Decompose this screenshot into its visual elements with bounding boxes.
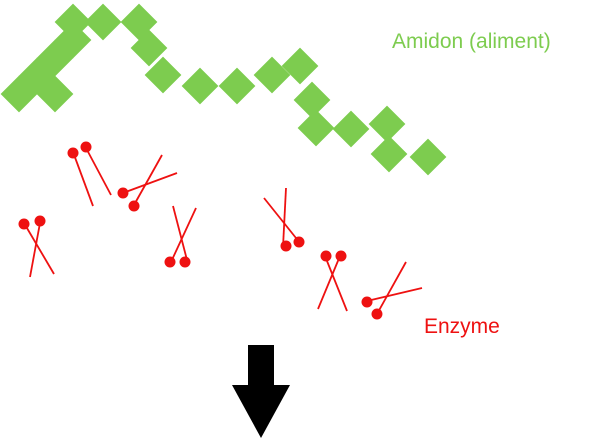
starch-unit	[218, 67, 256, 105]
enzyme-group	[18, 141, 423, 320]
enzyme-handle	[293, 236, 305, 248]
enzyme-blade	[170, 207, 197, 263]
enzyme-handle	[80, 141, 92, 153]
enzyme-scissors-icon	[361, 261, 423, 320]
enzyme-scissors-icon	[317, 250, 348, 312]
enzyme-blade	[317, 255, 341, 310]
starch-unit	[368, 105, 406, 143]
enzyme-handle	[335, 250, 347, 262]
enzyme-handle	[179, 256, 191, 268]
enzyme-handle	[34, 215, 46, 227]
enzyme-blade	[366, 287, 423, 302]
enzyme-scissors-icon	[263, 187, 305, 252]
starch-unit	[253, 56, 291, 94]
enzyme-handle	[67, 147, 79, 159]
enzyme-handle	[164, 256, 176, 268]
starch-unit	[332, 110, 370, 148]
enzyme-blade	[282, 187, 287, 248]
enzyme-handle	[361, 296, 373, 308]
starch-label: Amidon (aliment)	[392, 30, 551, 53]
enzyme-handle	[128, 200, 140, 212]
enzyme-scissors-icon	[117, 154, 178, 212]
enzyme-blade	[23, 222, 55, 275]
starch-unit	[181, 67, 219, 105]
starch-chain	[0, 3, 447, 176]
enzyme-handle	[117, 187, 129, 199]
enzyme-blade	[122, 172, 178, 194]
starch-unit	[144, 56, 182, 94]
starch-unit	[130, 29, 168, 67]
starch-unit	[409, 138, 447, 176]
enzyme-scissors-icon	[67, 141, 112, 207]
enzyme-scissors-icon	[164, 205, 197, 268]
enzyme-blade	[72, 151, 94, 207]
enzyme-blade	[172, 205, 188, 261]
enzyme-blade	[376, 261, 407, 315]
enzyme-blade	[29, 222, 41, 278]
starch-unit	[281, 47, 319, 85]
down-arrow-icon	[232, 345, 290, 438]
enzyme-label: Enzyme	[424, 315, 500, 338]
starch-unit	[370, 135, 408, 173]
starch-unit	[84, 3, 122, 41]
enzyme-handle	[371, 308, 383, 320]
starch-unit	[297, 109, 335, 147]
enzyme-handle	[280, 240, 292, 252]
enzyme-blade	[263, 197, 301, 244]
enzyme-blade	[133, 154, 163, 206]
enzyme-scissors-icon	[18, 215, 55, 278]
enzyme-handle	[320, 250, 332, 262]
enzyme-blade	[324, 255, 348, 312]
starch-unit	[293, 81, 331, 119]
enzyme-handle	[18, 218, 30, 230]
enzyme-blade	[85, 147, 112, 196]
